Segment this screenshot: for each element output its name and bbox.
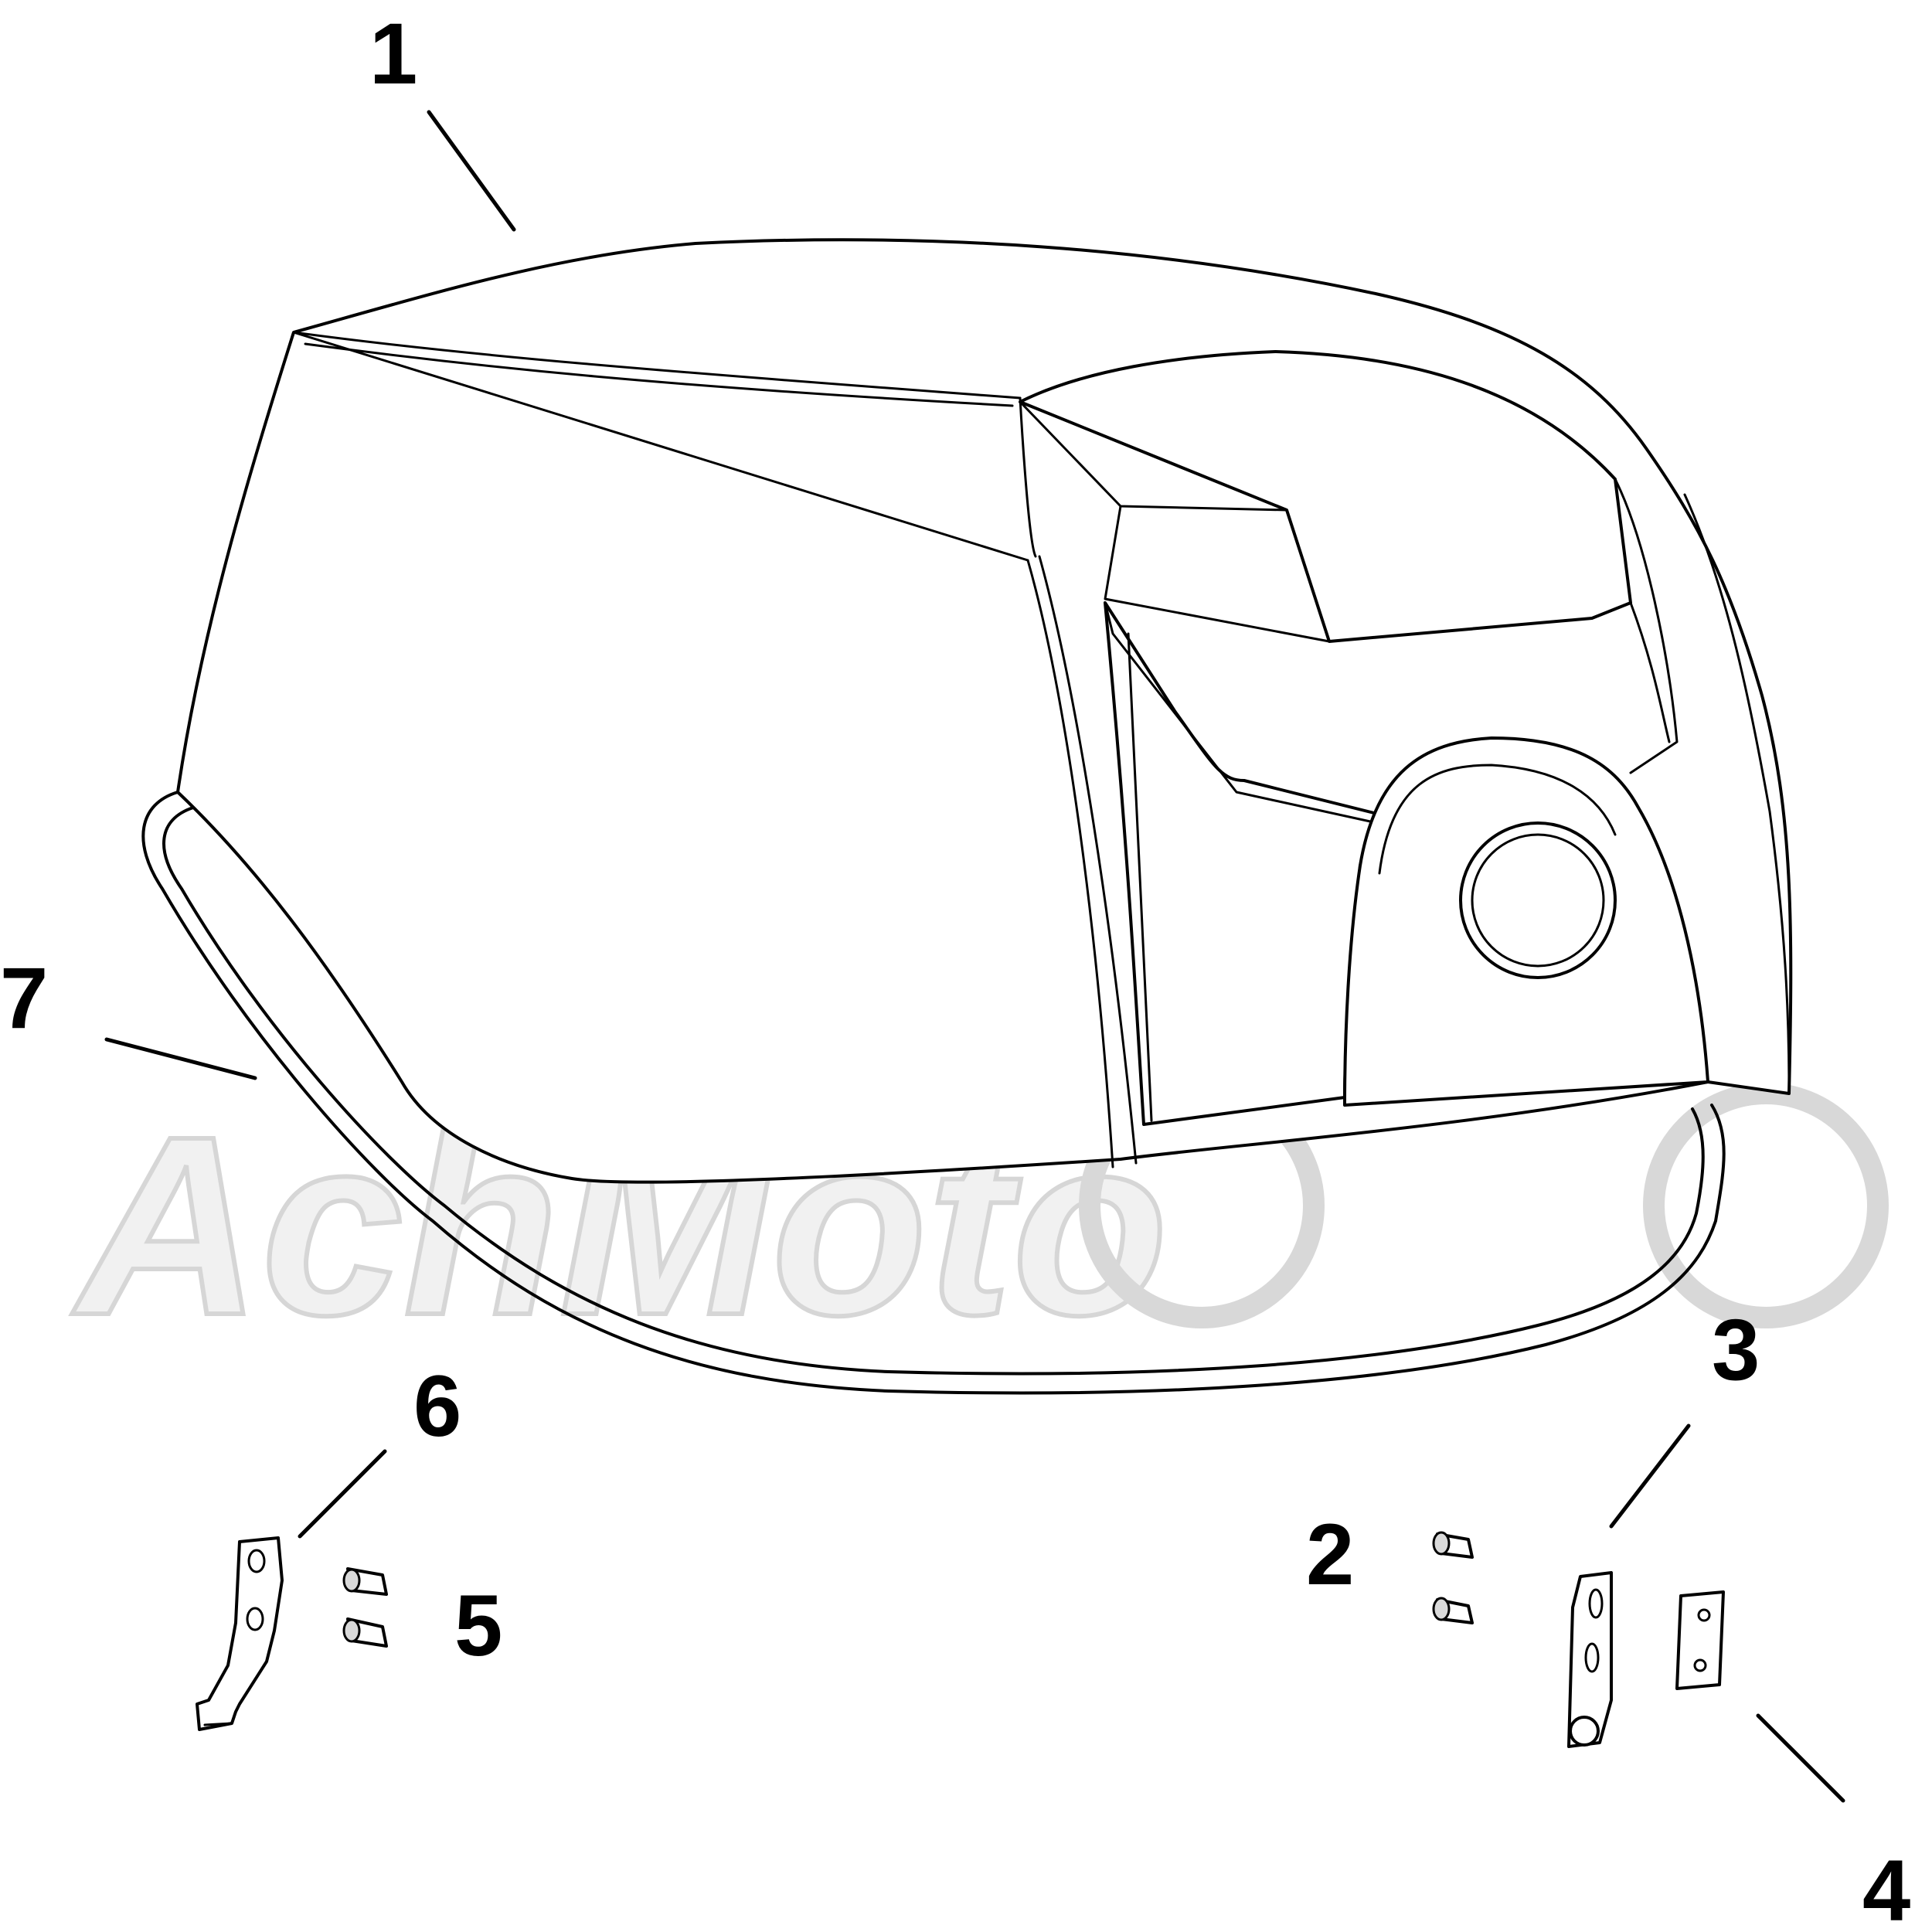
callout-3: 3: [1712, 1301, 1760, 1398]
screws-part-2: [1432, 1531, 1474, 1624]
engine-cover-part-1: [176, 238, 1793, 1184]
screw: [1432, 1531, 1474, 1559]
callout-4: 4: [1862, 1842, 1910, 1932]
leader-lines: [104, 110, 1845, 1803]
callout-labels: 1 2 3 4 5 6 7: [0, 5, 1910, 1932]
small-plate-part-4: [1675, 1590, 1725, 1690]
screws-part-5: [342, 1567, 388, 1648]
leader-line-7: [104, 1037, 257, 1080]
leader-line-1: [427, 110, 516, 232]
screw: [342, 1567, 388, 1596]
watermark-text: AchMoto: [70, 1083, 1168, 1368]
screw: [1432, 1597, 1474, 1624]
leader-line-4: [1756, 1713, 1845, 1803]
callout-5: 5: [454, 1577, 502, 1674]
callout-2: 2: [1306, 1506, 1354, 1603]
leader-line-3: [1609, 1423, 1691, 1529]
latch-plate-part-3: [1567, 1571, 1613, 1748]
leader-line-6: [298, 1449, 387, 1539]
callout-7: 7: [0, 950, 48, 1046]
bracket-part-6: [196, 1536, 284, 1731]
seal-gasket-part-7: [141, 791, 1726, 1395]
watermark-logo: AchMoto: [67, 593, 1889, 1370]
screw: [342, 1617, 388, 1648]
callout-6: 6: [413, 1358, 461, 1454]
callout-1: 1: [369, 5, 417, 102]
